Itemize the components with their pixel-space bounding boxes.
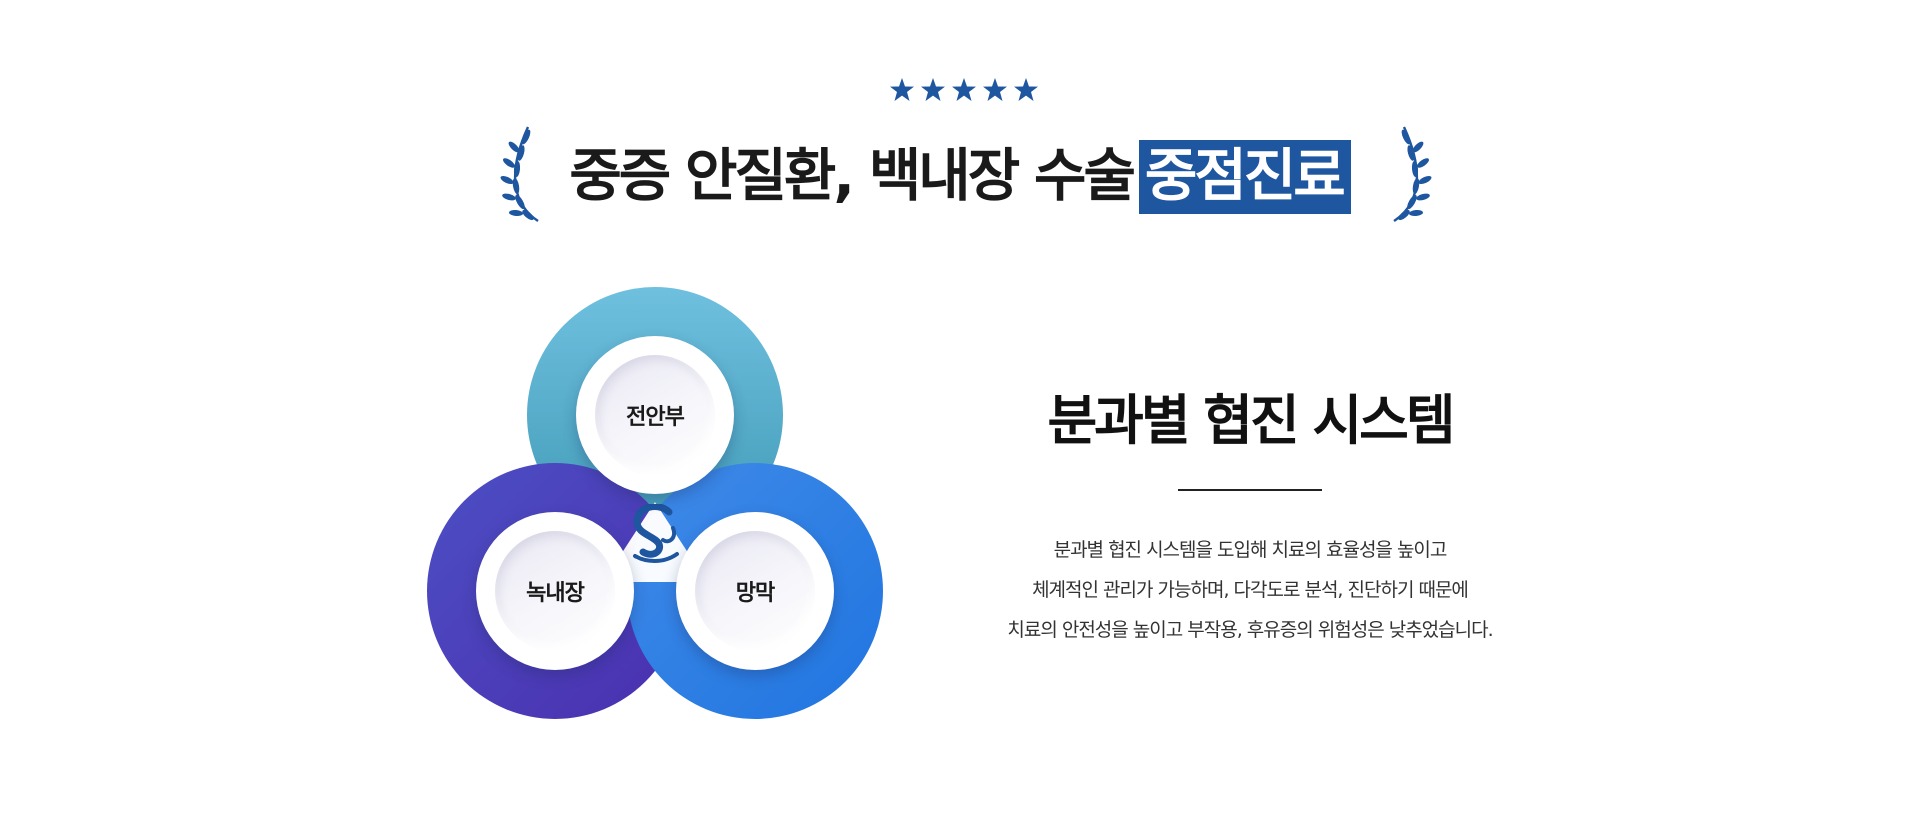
page-title-highlight: 중점진료 <box>1138 140 1351 214</box>
node-retina: 망막 <box>676 512 834 670</box>
section-title: 분과별 협진 시스템 <box>1047 389 1455 452</box>
node-anterior-segment: 전안부 <box>576 336 734 494</box>
laurel-left-icon <box>500 126 539 222</box>
description-line: 치료의 안전성을 높이고 부작용, 후유증의 위험성은 낮추었습니다. <box>1007 619 1493 641</box>
node-label: 전안부 <box>626 405 685 430</box>
section-divider <box>1178 489 1322 491</box>
laurel-right-icon <box>1393 126 1432 222</box>
description-line: 분과별 협진 시스템을 도입해 치료의 효율성을 높이고 <box>1053 539 1448 561</box>
department-diagram: 전안부 녹내장 망막 <box>420 282 890 728</box>
star-icon <box>890 78 914 101</box>
star-icon <box>952 78 976 101</box>
star-icon <box>921 78 945 101</box>
node-label: 녹내장 <box>526 581 585 606</box>
hospital-logo-icon <box>633 504 679 563</box>
star-icon <box>1014 78 1038 101</box>
node-label: 망막 <box>735 581 775 606</box>
star-icon <box>983 78 1007 101</box>
section-description: 분과별 협진 시스템을 도입해 치료의 효율성을 높이고 체계적인 관리가 가능… <box>950 530 1550 650</box>
rating-stars <box>890 78 1038 101</box>
description-line: 체계적인 관리가 가능하며, 다각도로 분석, 진단하기 때문에 <box>1032 579 1469 601</box>
page-title-main: 중증 안질환, 백내장 수술 <box>569 143 1136 209</box>
node-glaucoma: 녹내장 <box>476 512 634 670</box>
